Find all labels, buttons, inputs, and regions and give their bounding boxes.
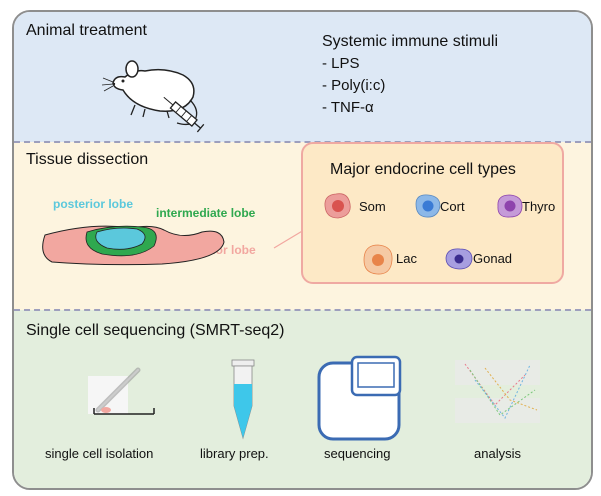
stimulus-polyic: - Poly(i:c) [322, 77, 386, 94]
lac-cell-icon [363, 244, 393, 275]
step-sequencing: sequencing [324, 446, 391, 461]
single-cell-sequencing-title: Single cell sequencing (SMRT-seq2) [26, 322, 285, 339]
stimulus-tnf: - TNF-α [322, 99, 374, 116]
gonad-label: Gonad [473, 251, 513, 266]
som-label: Som [359, 199, 386, 214]
panel-divider [14, 309, 591, 311]
cell-types-title: Major endocrine cell types [330, 161, 516, 178]
panel-divider [14, 141, 591, 143]
step-single-cell-isolation: single cell isolation [45, 446, 154, 461]
pituitary-tissue-illustration [42, 225, 305, 266]
cort-label: Cort [440, 199, 465, 214]
cell-isolation-icon [88, 367, 155, 415]
tissue-dissection-title: Tissue dissection [26, 151, 149, 168]
thyro-label: Thyro [522, 199, 556, 214]
step-library-prep: library prep. [200, 446, 269, 461]
sequencer-icon [317, 355, 402, 441]
gonad-cell-icon [445, 248, 473, 270]
animal-treatment-title: Animal treatment [26, 22, 147, 39]
thyro-cell-icon [497, 194, 523, 218]
lac-label: Lac [396, 251, 417, 266]
som-cell-icon [324, 193, 351, 219]
cell-types-icons [324, 193, 523, 275]
stimuli-title: Systemic immune stimuli [322, 33, 499, 50]
mouse-injection-icon [101, 60, 205, 133]
step-analysis: analysis [474, 446, 521, 461]
posterior-lobe-label: posterior lobe [53, 197, 134, 211]
stimulus-lps: - LPS [322, 55, 360, 72]
cort-cell-icon [415, 194, 441, 218]
animal-treatment-panel [14, 12, 591, 142]
library-tube-icon [231, 359, 255, 440]
intermediate-lobe-label: intermediate lobe [156, 206, 256, 220]
analysis-plot-icon [455, 360, 540, 423]
